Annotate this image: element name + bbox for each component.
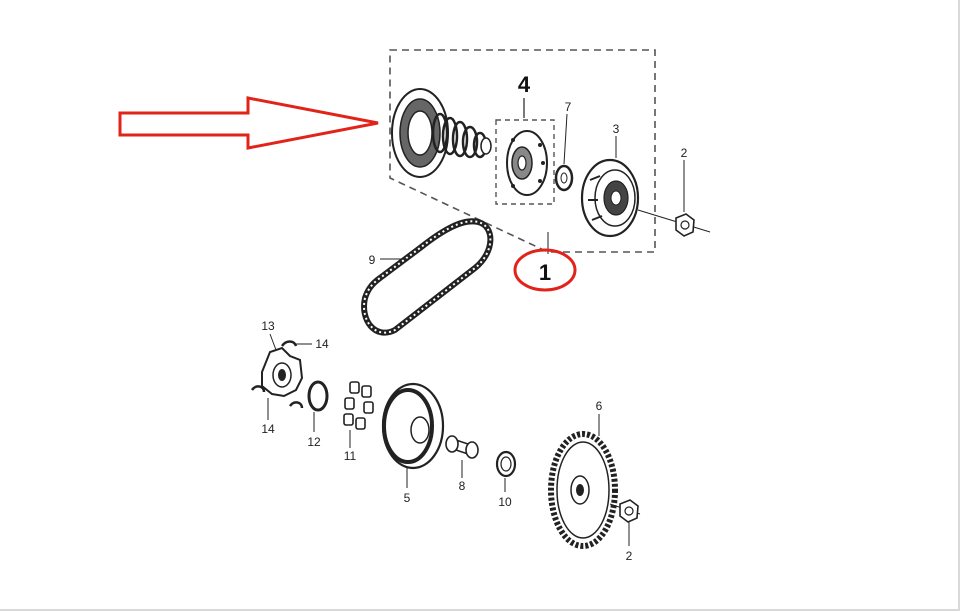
- label-6: 6: [596, 399, 603, 413]
- washer-part: [554, 164, 574, 192]
- drive-pulley-spring-part: [391, 88, 492, 178]
- callout-number-1: 1: [539, 260, 551, 285]
- label-3: 3: [613, 122, 620, 136]
- bushing-part: [445, 435, 479, 459]
- driven-gear-part: [548, 431, 618, 549]
- collar-part: [495, 450, 517, 478]
- assembly-dashed-outline: [389, 49, 656, 253]
- clip-part-bottom: [250, 385, 304, 409]
- label-10: 10: [498, 495, 512, 509]
- label-7: 7: [565, 100, 572, 114]
- label-2-bottom: 2: [626, 549, 633, 563]
- sub-assembly-dashed-box: [495, 119, 555, 205]
- nut-part-top: [675, 213, 695, 237]
- pulley-face-part: [381, 382, 445, 470]
- ring-part: [307, 380, 329, 412]
- clutch-bell-part: [580, 158, 640, 238]
- drive-belt-part: [361, 218, 494, 336]
- clutch-plate-part: [506, 130, 548, 196]
- label-9: 9: [369, 253, 376, 267]
- label-13: 13: [261, 319, 275, 333]
- red-arrow-icon: [118, 96, 379, 150]
- label-2-top: 2: [681, 146, 688, 160]
- label-5: 5: [404, 491, 411, 505]
- label-11: 11: [344, 449, 357, 463]
- nut-part-bottom: [619, 499, 639, 523]
- clip-part-top: [280, 340, 298, 347]
- red-highlight-circle: [513, 248, 577, 292]
- label-14-top: 14: [315, 337, 329, 351]
- label-8: 8: [459, 479, 466, 493]
- callout-number-4: 4: [518, 72, 531, 97]
- label-12: 12: [307, 435, 321, 449]
- ramp-plate-part: [261, 346, 304, 398]
- label-14-bottom: 14: [261, 422, 275, 436]
- rollers-part: [343, 381, 374, 430]
